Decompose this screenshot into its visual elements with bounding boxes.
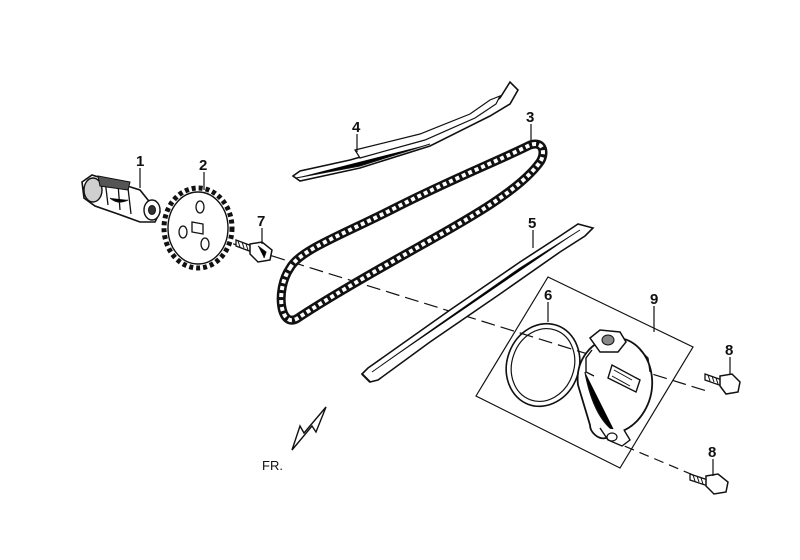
callout-number: 8 [708, 444, 716, 461]
callout-number: 2 [199, 157, 207, 174]
camshaft [81, 174, 161, 223]
tensioner-assembly-box [475, 276, 694, 469]
chain-guide-upper [291, 80, 519, 182]
front-direction-label: FR. [262, 458, 283, 473]
cam-sprocket [161, 185, 235, 271]
callout-number: 9 [650, 291, 658, 308]
callout-number: 1 [136, 153, 144, 170]
o-ring [505, 322, 581, 408]
chain-guide-lower [360, 223, 595, 383]
callout-number: 6 [544, 287, 552, 304]
callout-number: 5 [528, 215, 536, 232]
callout-number: 4 [352, 119, 361, 136]
callout-number: 3 [526, 109, 534, 126]
callout-leaders [139, 124, 731, 476]
front-direction-arrow [291, 406, 327, 451]
sprocket-bolt [235, 239, 273, 263]
callout-number: 8 [725, 342, 733, 359]
callout-number: 7 [257, 213, 265, 230]
tensioner-bolt-lower [689, 473, 729, 495]
tensioner-bolt-upper [704, 373, 741, 395]
cam-chain [276, 139, 548, 325]
chain-tensioner [576, 329, 653, 447]
